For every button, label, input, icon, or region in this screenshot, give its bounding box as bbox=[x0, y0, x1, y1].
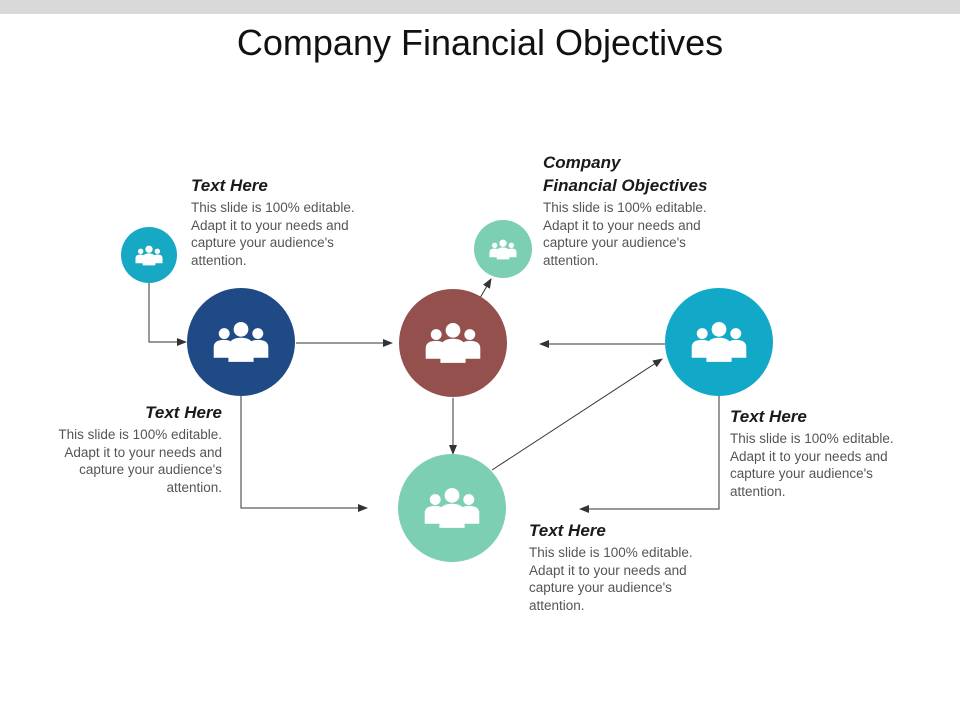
block-heading: Text Here bbox=[145, 403, 222, 422]
text-block-mid-left: Text Here This slide is 100% editable. A… bbox=[47, 401, 222, 496]
connectors bbox=[148, 278, 720, 513]
block-body: This slide is 100% editable. Adapt it to… bbox=[543, 200, 707, 268]
block-body: This slide is 100% editable. Adapt it to… bbox=[529, 545, 693, 613]
block-heading: Text Here bbox=[529, 521, 606, 540]
block-body: This slide is 100% editable. Adapt it to… bbox=[58, 427, 222, 495]
block-body: This slide is 100% editable. Adapt it to… bbox=[730, 431, 894, 499]
block-heading-line2: Financial Objectives bbox=[543, 176, 708, 195]
text-block-bottom: Text Here This slide is 100% editable. A… bbox=[529, 519, 704, 614]
block-body: This slide is 100% editable. Adapt it to… bbox=[191, 200, 355, 268]
node-maroon bbox=[399, 289, 507, 397]
connector-maroon-to-small-mint bbox=[479, 278, 492, 299]
node-cyan bbox=[665, 288, 773, 396]
block-heading: Text Here bbox=[191, 176, 268, 195]
top-bar bbox=[0, 0, 960, 14]
node-mint bbox=[398, 454, 506, 562]
block-heading-line1: Company bbox=[543, 153, 621, 172]
page-title: Company Financial Objectives bbox=[236, 22, 724, 63]
connector-mint-to-cyan bbox=[491, 358, 663, 471]
text-block-mid-right: Text Here This slide is 100% editable. A… bbox=[730, 405, 905, 500]
connector-cyan-to-bottom-text bbox=[579, 396, 720, 513]
node-navy bbox=[187, 288, 295, 396]
connector-navy-to-mint bbox=[240, 396, 368, 512]
block-heading: Company Financial Objectives bbox=[543, 151, 733, 197]
text-block-top-center: Company Financial Objectives This slide … bbox=[543, 151, 733, 269]
block-heading: Text Here bbox=[730, 407, 807, 426]
node-small-teal bbox=[121, 227, 177, 283]
connector-teal-to-navy bbox=[148, 283, 187, 346]
text-block-top-left: Text Here This slide is 100% editable. A… bbox=[191, 174, 366, 269]
node-small-mint bbox=[474, 220, 532, 278]
